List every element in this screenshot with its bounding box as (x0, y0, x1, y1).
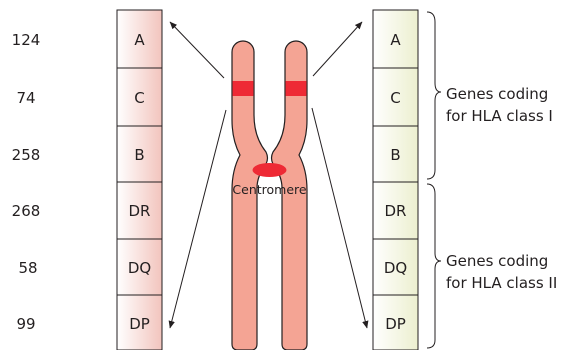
arrow-to-right-top (312, 21, 363, 77)
class-i-label-line2: for HLA class I (446, 107, 553, 125)
left-gene-dq: DQ (128, 259, 151, 277)
centromere-label: Centromere (232, 182, 306, 197)
arrow-to-left-top (169, 21, 225, 79)
left-arm-band (232, 81, 254, 96)
left-gene-dr: DR (129, 202, 151, 220)
right-gene-b: B (390, 146, 400, 164)
right-gene-a: A (390, 31, 401, 49)
right-gene-dr: DR (385, 202, 407, 220)
left-gene-c: C (134, 89, 144, 107)
count-dr: 268 (12, 202, 41, 220)
class-i-label-line1: Genes coding (446, 85, 548, 103)
class-ii-brace (426, 183, 442, 349)
right-gene-c: C (390, 89, 400, 107)
left-gene-column: A C B DR DQ DP (116, 9, 163, 351)
right-arm-band (285, 81, 307, 96)
arrow-to-right-bottom (311, 107, 369, 329)
right-gene-dq: DQ (384, 259, 407, 277)
arrows (168, 21, 369, 329)
class-ii-label-line1: Genes coding (446, 252, 548, 270)
allele-counts: 124 74 258 268 58 99 (12, 31, 41, 333)
arrow-to-left-bottom (168, 109, 227, 329)
centromere-mark (252, 163, 287, 177)
left-gene-dp: DP (129, 315, 150, 333)
class-ii-label-line2: for HLA class II (446, 274, 557, 292)
count-dq: 58 (18, 259, 37, 277)
right-gene-dp: DP (385, 315, 406, 333)
count-dp: 99 (16, 315, 35, 333)
left-gene-a: A (134, 31, 145, 49)
class-i-brace (426, 11, 442, 180)
count-c: 74 (16, 89, 35, 107)
left-gene-b: B (134, 146, 144, 164)
count-a: 124 (12, 31, 41, 49)
count-b: 258 (12, 146, 41, 164)
right-gene-column: A C B DR DQ DP (372, 9, 419, 351)
